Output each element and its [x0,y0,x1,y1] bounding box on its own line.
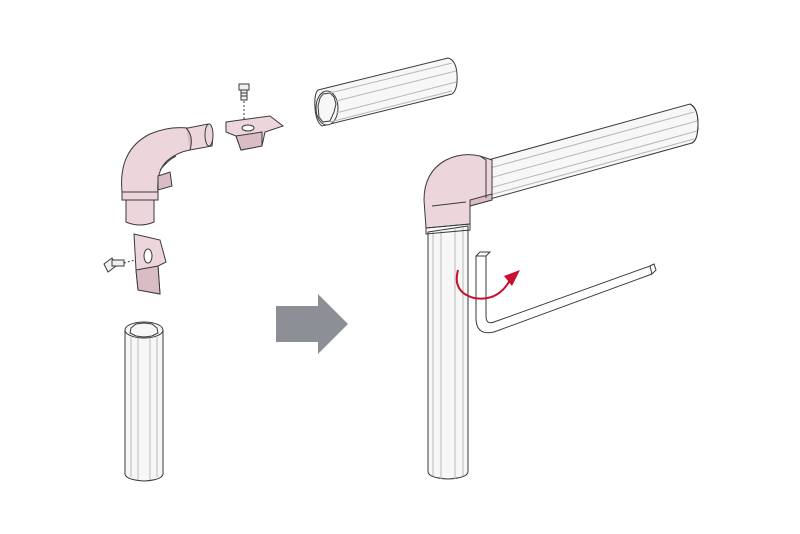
clamp-plate-side [133,233,167,295]
bolt-top [238,83,250,122]
clamp-plate-top [225,115,285,151]
assembled-horizontal-pipe [487,103,699,200]
bolt-left [103,257,143,273]
right-arrow-icon [276,294,348,354]
assembled-vertical-pipe [427,225,469,480]
elbow-fitting-part [121,123,214,226]
assembled-elbow-fitting [423,154,493,235]
rotate-cw-icon [455,269,520,300]
horizontal-pipe-part [314,57,458,127]
hex-key-icon [475,251,657,334]
vertical-pipe-part [124,321,164,482]
